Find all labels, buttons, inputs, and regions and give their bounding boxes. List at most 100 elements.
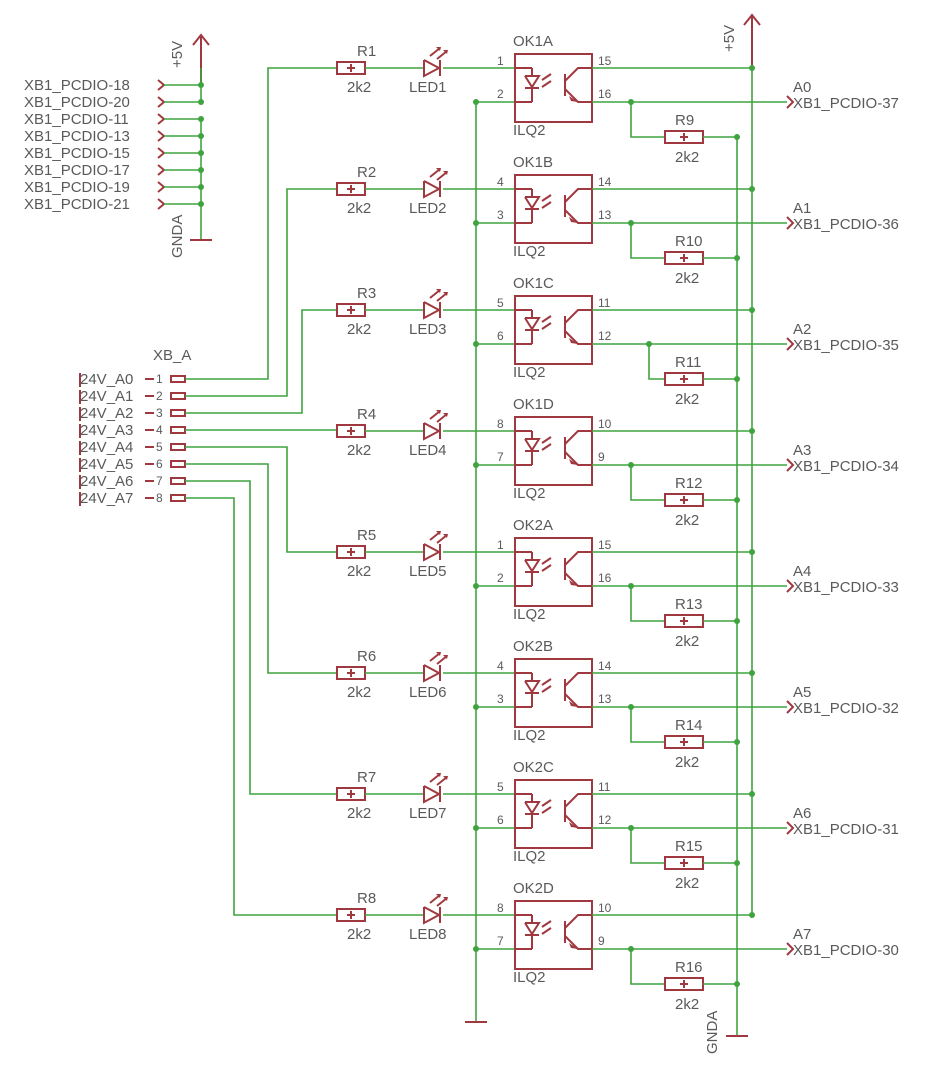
opto-pin-number: 7 xyxy=(497,450,504,464)
junction-dot xyxy=(749,912,755,918)
indicator-led: LED5 xyxy=(409,531,448,580)
opto-diode-icon xyxy=(524,559,541,573)
opto-pin-number: 10 xyxy=(598,417,612,431)
junction-dot xyxy=(473,704,479,710)
junction-dot xyxy=(749,670,755,676)
pulldown-wire xyxy=(630,828,665,864)
opto-light-ray-icon xyxy=(541,678,552,686)
resistor-ref: R15 xyxy=(675,838,703,855)
opto-pin-number: 3 xyxy=(497,692,504,706)
opto-light-ray-icon xyxy=(541,564,552,572)
pulldown-wire xyxy=(630,949,665,985)
led-triangle-icon xyxy=(423,785,442,804)
input-wire xyxy=(185,497,337,916)
led-triangle-icon xyxy=(423,422,442,441)
resistor-value: 2k2 xyxy=(347,684,371,701)
resistor-ref: R14 xyxy=(675,717,703,734)
resistor-ref: R3 xyxy=(357,285,376,302)
output-net-label: XB1_PCDIO-36 xyxy=(793,216,899,233)
resistor-ref: R16 xyxy=(675,959,703,976)
junction-dot xyxy=(473,99,479,105)
pin-socket-icon xyxy=(170,443,186,451)
output-port-icon xyxy=(786,942,795,956)
led-ref: LED3 xyxy=(409,321,447,338)
junction-dot xyxy=(473,341,479,347)
led-ref: LED2 xyxy=(409,200,447,217)
opto-emitter-arrow-icon xyxy=(569,217,578,223)
pin-net-label: 24V_A5 xyxy=(80,456,133,473)
opto-ref: OK1D xyxy=(513,396,554,413)
pin-socket-icon xyxy=(170,409,186,417)
opto-pin-number: 11 xyxy=(598,780,611,794)
opto-collector-lead xyxy=(564,67,592,82)
led-ray-head-icon xyxy=(443,292,448,296)
opto-diode-icon xyxy=(524,438,541,452)
opto-diode-icon xyxy=(524,196,541,210)
net-label: XB1_PCDIO-21 xyxy=(24,196,130,213)
opto-collector-lead xyxy=(564,430,592,445)
opto-light-ray-icon xyxy=(541,436,552,444)
pin-number: 8 xyxy=(156,491,163,505)
net-label: XB1_PCDIO-13 xyxy=(24,128,130,145)
output-signal-name: A0 xyxy=(793,79,811,96)
led-triangle-icon xyxy=(423,664,442,683)
pin-number: 5 xyxy=(156,440,163,454)
net-label: XB1_PCDIO-18 xyxy=(24,77,130,94)
opto-pin-number: 5 xyxy=(497,296,504,310)
resistor-ref: R9 xyxy=(675,112,694,129)
opto-light-ray-icon xyxy=(541,201,552,209)
left-net-row: XB1_PCDIO-21 xyxy=(24,196,204,213)
pin-net-label: 24V_A4 xyxy=(80,439,133,456)
resistor-ref: R12 xyxy=(675,475,703,492)
resistor-ref: R8 xyxy=(357,890,376,907)
opto-light-ray-icon xyxy=(541,799,552,807)
opto-pin-number: 2 xyxy=(497,87,504,101)
output-port-icon xyxy=(786,458,795,472)
left-net-row: XB1_PCDIO-19 xyxy=(24,179,204,196)
output-net-label: XB1_PCDIO-30 xyxy=(793,942,899,959)
output-signal-name: A3 xyxy=(793,442,811,459)
output-signal-name: A6 xyxy=(793,805,811,822)
led-ray-head-icon xyxy=(443,171,448,175)
opto-pin-number: 11 xyxy=(598,296,611,310)
led-ref: LED1 xyxy=(409,79,447,96)
opto-pin-number: 9 xyxy=(598,934,605,948)
left-net-row: XB1_PCDIO-20 xyxy=(24,94,204,111)
led-ray-head-icon xyxy=(436,652,441,656)
left-net-row: XB1_PCDIO-17 xyxy=(24,162,204,179)
opto-pin-number: 14 xyxy=(598,175,612,189)
junction-dot xyxy=(734,134,740,140)
net-port-icon xyxy=(157,96,166,108)
opto-type: ILQ2 xyxy=(513,243,546,260)
opto-type: ILQ2 xyxy=(513,485,546,502)
opto-ref: OK2A xyxy=(513,517,553,534)
opto-diode-icon xyxy=(524,317,541,331)
junction-dot xyxy=(749,428,755,434)
resistor-value: 2k2 xyxy=(675,996,699,1013)
resistor-value: 2k2 xyxy=(347,442,371,459)
left-net-row: XB1_PCDIO-11 xyxy=(24,111,204,128)
junction-dot xyxy=(198,184,204,190)
resistor-value: 2k2 xyxy=(675,512,699,529)
vcc-left-label: +5V xyxy=(169,41,186,68)
pulldown-wire xyxy=(630,707,665,743)
opto-emitter-lead xyxy=(564,330,592,345)
led-ref: LED6 xyxy=(409,684,447,701)
opto-light-ray-icon xyxy=(541,315,552,323)
